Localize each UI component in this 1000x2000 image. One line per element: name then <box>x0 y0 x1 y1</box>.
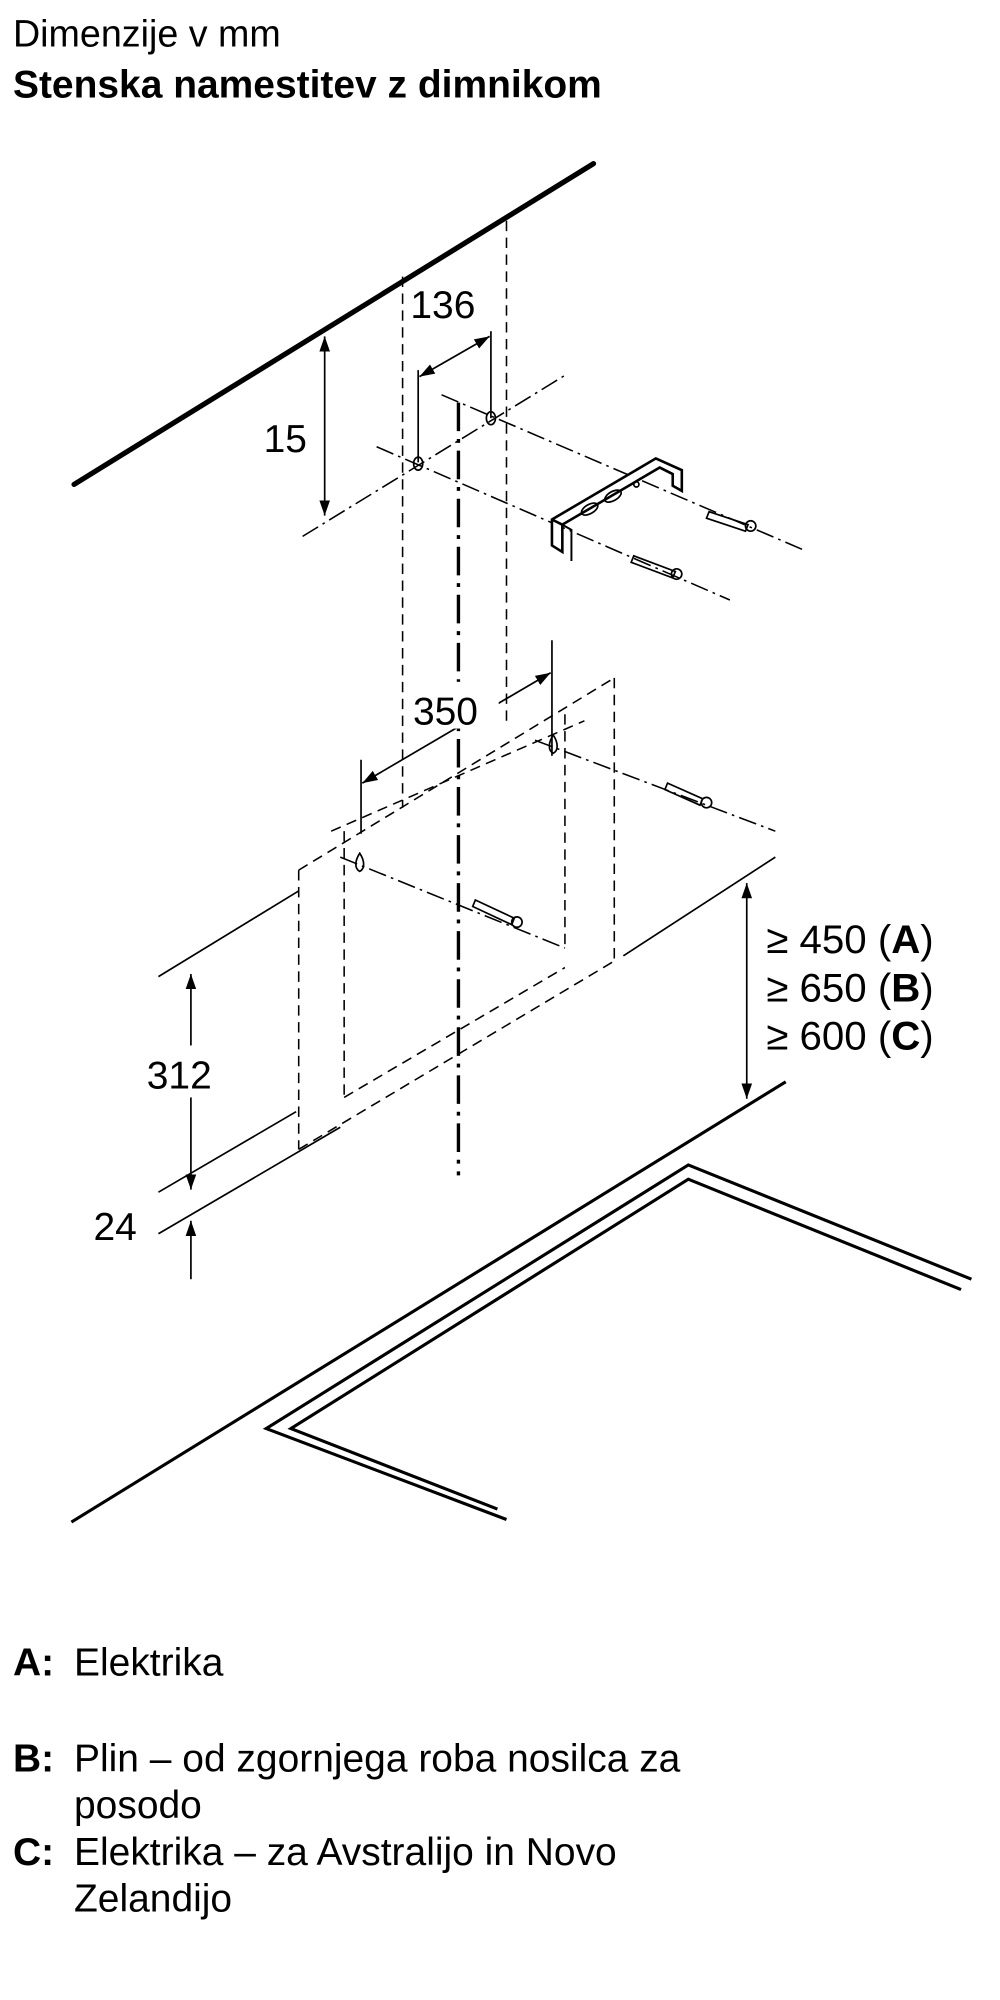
clearance-label-c: ≥ 600 (C) <box>766 1013 934 1058</box>
hood-bottom-edge <box>158 1126 341 1235</box>
drill-hole-icon <box>485 410 497 426</box>
dimension-label-15: 15 <box>264 418 307 461</box>
cooktop-outer-frame <box>262 1163 973 1521</box>
page-subtitle: Stenska namestitev z dimnikom <box>13 63 602 106</box>
hood-outline <box>297 677 616 1151</box>
legend-text-a: Elektrika <box>74 1641 224 1684</box>
screw-icon <box>663 781 713 809</box>
worktop-edge <box>70 1080 787 1524</box>
cooktop-inner-frame <box>287 1177 962 1511</box>
clearance-labels: ≥ 450 (A) ≥ 650 (B) ≥ 600 (C) <box>766 917 934 1058</box>
drill-hole-icon <box>412 456 424 471</box>
dimension-label-24: 24 <box>94 1206 137 1249</box>
legend-key-c: C: <box>13 1831 54 1874</box>
wall-bracket-icon <box>550 456 684 562</box>
hole-axis-line <box>441 394 806 552</box>
keyhole-icon <box>355 851 365 873</box>
legend-key-a: A: <box>13 1641 54 1684</box>
keyhole-icon <box>548 733 558 755</box>
hook-axis-line <box>339 856 566 949</box>
hood-bottom-edge <box>158 1110 297 1193</box>
dimension-label-312: 312 <box>147 1054 212 1097</box>
wall-line <box>71 161 597 488</box>
hood-top-edge <box>622 856 776 957</box>
screw-icon <box>471 898 523 929</box>
dimension-label-136: 136 <box>410 284 475 327</box>
legend-text-c-cont: Zelandijo <box>74 1878 232 1921</box>
legend-text-b-cont: posodo <box>74 1784 202 1827</box>
dimension-arrow-136 <box>419 335 491 378</box>
screw-icon <box>705 510 757 533</box>
screw-icon <box>630 554 683 581</box>
hole-axis-line <box>302 374 566 538</box>
hood-top-edge <box>158 890 300 978</box>
dimension-label-350: 350 <box>413 691 478 734</box>
page-title: Dimenzije v mm <box>13 13 281 55</box>
clearance-label-a: ≥ 450 (A) <box>766 917 934 962</box>
hook-axis-line <box>534 739 776 832</box>
legend-text-b: Plin – od zgornjega roba nosilca za <box>74 1737 681 1780</box>
clearance-label-b: ≥ 650 (B) <box>766 965 934 1010</box>
legend: A: Elektrika B: Plin – od zgornjega roba… <box>13 1641 681 1920</box>
legend-text-c: Elektrika – za Avstralijo in Novo <box>74 1831 617 1874</box>
legend-key-b: B: <box>13 1737 54 1780</box>
